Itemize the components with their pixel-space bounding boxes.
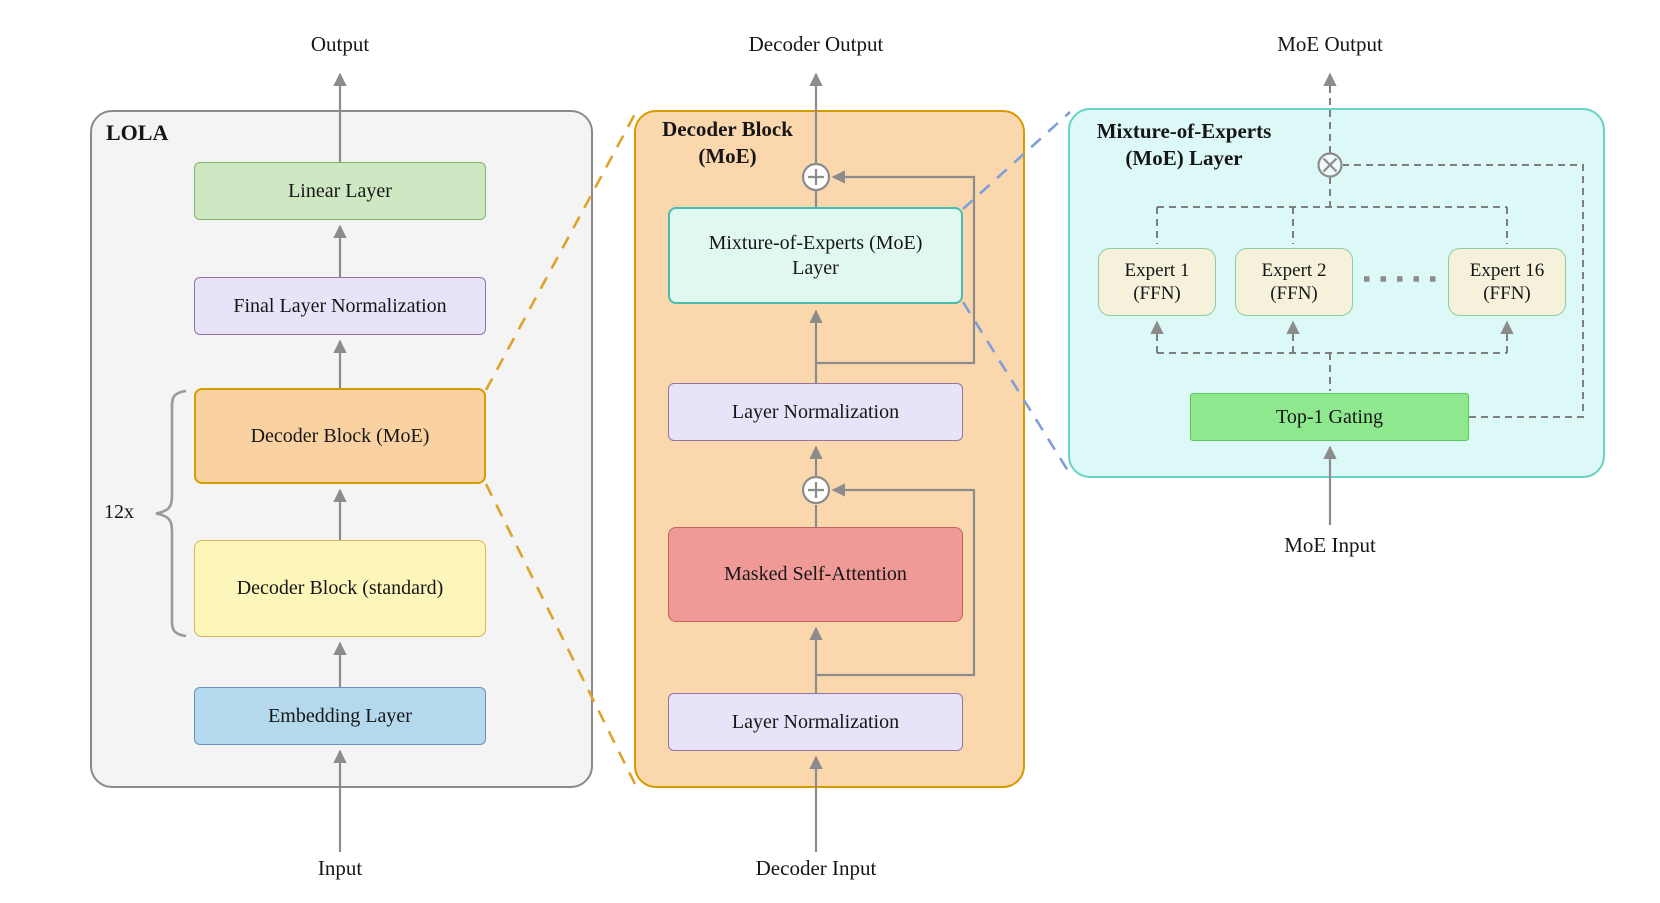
decoder-block-moe-label: Decoder Block (MoE) <box>250 424 430 447</box>
repeat-brace <box>155 389 187 638</box>
layer-norm-bottom-box: Layer Normalization <box>668 693 963 751</box>
input-label: Input <box>317 856 363 880</box>
moe-layer-label-line2: Layer <box>792 256 839 279</box>
top1-gating-label: Top-1 Gating <box>1276 405 1383 428</box>
expert-16-name: Expert 16 <box>1469 259 1545 281</box>
layer-norm-bottom-label: Layer Normalization <box>731 710 900 733</box>
repeat-count-label: 12x <box>104 501 134 523</box>
moe-input-label: MoE Input <box>1284 533 1376 557</box>
embedding-layer-box: Embedding Layer <box>194 687 486 745</box>
expert-2-name: Expert 2 <box>1261 259 1327 281</box>
moe-panel-title-line2: (MoE) Layer <box>1125 146 1243 171</box>
decoder-block-standard-label: Decoder Block (standard) <box>236 577 444 600</box>
masked-self-attention-label: Masked Self-Attention <box>724 563 907 586</box>
layer-norm-top-label: Layer Normalization <box>731 400 900 423</box>
embedding-layer-label: Embedding Layer <box>268 704 412 727</box>
top1-gating-box: Top-1 Gating <box>1190 393 1469 441</box>
multiply-icon <box>1317 152 1343 178</box>
decoder-output-label: Decoder Output <box>748 32 884 56</box>
output-label: Output <box>310 32 370 56</box>
expert-1-box: Expert 1 (FFN) <box>1098 248 1216 316</box>
decoder-panel-title-line2: (MoE) <box>698 144 757 169</box>
decoder-panel-title: Decoder Block (MoE) <box>645 116 810 171</box>
moe-panel-title: Mixture-of-Experts (MoE) Layer <box>1080 118 1288 173</box>
decoder-panel-title-line1: Decoder Block <box>662 117 793 141</box>
decoder-flow-arrows <box>809 72 976 852</box>
residual-add-icon <box>801 162 831 192</box>
expert-1-name: Expert 1 <box>1124 259 1190 281</box>
moe-dashed-wiring <box>1150 72 1584 418</box>
layer-norm-top-box: Layer Normalization <box>668 383 963 441</box>
linear-layer-label: Linear Layer <box>288 179 392 202</box>
linear-layer-box: Linear Layer <box>194 162 486 220</box>
lola-panel-title: LOLA <box>106 120 169 145</box>
expert-16-box: Expert 16 (FFN) <box>1448 248 1566 316</box>
masked-self-attention-box: Masked Self-Attention <box>668 527 963 622</box>
decoder-block-standard-box: Decoder Block (standard) <box>194 540 486 637</box>
final-layer-norm-box: Final Layer Normalization <box>194 277 486 335</box>
expert-2-sub: (FFN) <box>1270 283 1318 304</box>
decoder-block-moe-box: Decoder Block (MoE) <box>194 388 486 484</box>
moe-output-label: MoE Output <box>1277 32 1383 56</box>
zoom-connector-blue <box>961 111 1072 475</box>
residual-add-icon <box>801 475 831 505</box>
expert-2-box: Expert 2 (FFN) <box>1235 248 1353 316</box>
gating-feedback-line <box>1343 164 1584 418</box>
final-layer-norm-label: Final Layer Normalization <box>233 294 447 317</box>
moe-layer-label-line1: Mixture-of-Experts (MoE) <box>708 232 923 255</box>
zoom-connector-orange <box>484 111 638 787</box>
expert-1-sub: (FFN) <box>1133 283 1181 304</box>
residual-skip-bottom <box>816 483 976 677</box>
expert-16-sub: (FFN) <box>1483 283 1531 304</box>
moe-layer-box: Mixture-of-Experts (MoE) Layer <box>668 207 963 304</box>
moe-panel-title-line1: Mixture-of-Experts <box>1096 119 1272 143</box>
decoder-input-label: Decoder Input <box>755 856 877 880</box>
residual-skip-top <box>816 170 976 365</box>
